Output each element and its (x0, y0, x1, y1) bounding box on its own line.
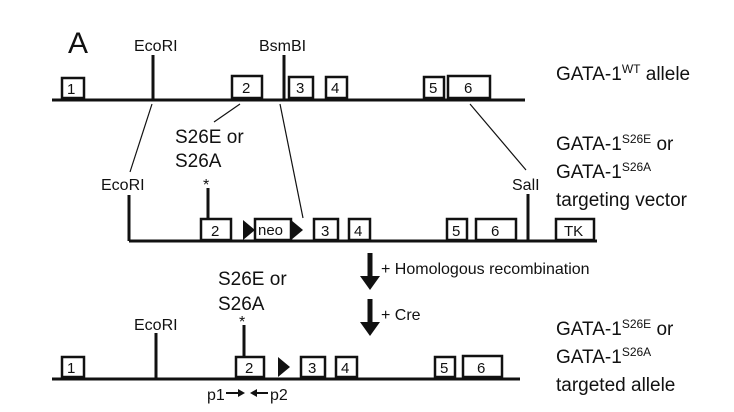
targeted-exon-5: 5 (433, 355, 457, 379)
svg-text:1: 1 (67, 81, 75, 98)
wt-allele-label: GATA-1WT allele (556, 62, 690, 85)
svg-text:2: 2 (242, 80, 250, 97)
svg-text:6: 6 (491, 223, 499, 240)
svg-text:6: 6 (477, 360, 485, 377)
vector-exon-4: 4 (347, 217, 372, 242)
wt-exon-3: 3 (287, 75, 315, 100)
vector-mutation-line2: S26A (175, 151, 222, 172)
targeted-exon-6: 6 (461, 354, 504, 379)
tk-cassette: TK (554, 217, 596, 242)
svg-text:1: 1 (67, 360, 75, 377)
primer-p1-label: p1 (207, 387, 225, 404)
primer-p1-arrow (226, 389, 245, 397)
vector-mutation-line1: S26E or (175, 127, 244, 148)
vector-label-line1: GATA-1S26E or (556, 132, 674, 155)
homology-line-right (469, 103, 527, 171)
targeted-mutation-line1: S26E or (218, 269, 287, 290)
svg-text:TK: TK (564, 223, 583, 240)
svg-text:neo: neo (258, 222, 283, 239)
svg-text:4: 4 (331, 80, 339, 97)
targeted-exon-4: 4 (334, 355, 359, 379)
loxp-site-right (291, 220, 303, 240)
targeted-ecori-label: EcoRI (134, 317, 178, 334)
vector-exon-5: 5 (445, 217, 469, 242)
svg-text:2: 2 (245, 360, 253, 377)
homology-line-middle (279, 103, 304, 219)
targeted-mutation-star: * (239, 314, 245, 331)
targeted-label-line1: GATA-1S26E or (556, 317, 674, 340)
vector-mutation-star: * (203, 177, 209, 194)
vector-exon-3: 3 (312, 217, 340, 242)
loxp-site-remaining (278, 357, 290, 377)
targeted-label-line3: targeted allele (556, 375, 675, 396)
targeted-label-line2: GATA-1S26A (556, 345, 651, 368)
vector-sali-label: SalI (512, 177, 540, 194)
primer-p2-label: p2 (270, 387, 288, 404)
svg-text:6: 6 (464, 80, 472, 97)
svg-text:4: 4 (341, 360, 349, 377)
vector-ecori-label: EcoRI (101, 177, 145, 194)
homology-line-left (129, 103, 153, 173)
svg-text:5: 5 (429, 80, 437, 97)
wt-exon-4: 4 (324, 75, 349, 100)
panel-label: A (68, 27, 88, 60)
wt-exon-2: 2 (230, 74, 264, 100)
svg-text:3: 3 (308, 360, 316, 377)
wt-ecori-label: EcoRI (134, 38, 178, 55)
neo-cassette: neo (253, 217, 293, 242)
wt-exon-6: 6 (446, 74, 492, 100)
targeted-mutation-line2: S26A (218, 294, 265, 315)
wt-bsmbi-label: BsmBI (259, 38, 306, 55)
recombination-step-label: + Homologous recombination (381, 261, 590, 278)
recombination-arrow (360, 253, 380, 290)
wt-exon-1: 1 (60, 76, 86, 100)
svg-text:5: 5 (452, 223, 460, 240)
mutation-pointer-line (213, 103, 241, 123)
svg-text:3: 3 (296, 80, 304, 97)
cre-arrow (360, 299, 380, 336)
svg-text:5: 5 (440, 360, 448, 377)
wt-exon-5: 5 (422, 75, 446, 100)
primer-p2-arrow (250, 389, 268, 397)
targeted-exon-3: 3 (299, 355, 327, 379)
targeted-exon-2: 2 (234, 355, 266, 379)
vector-exon-6: 6 (474, 217, 518, 242)
vector-label-line2: GATA-1S26A (556, 160, 651, 183)
svg-text:3: 3 (321, 223, 329, 240)
svg-text:2: 2 (211, 223, 219, 240)
cre-step-label: + Cre (381, 307, 421, 324)
svg-text:4: 4 (354, 223, 362, 240)
targeted-exon-1: 1 (60, 355, 86, 379)
vector-exon-2: 2 (199, 217, 233, 242)
vector-label-line3: targeting vector (556, 190, 688, 211)
loxp-site-left (243, 220, 255, 240)
